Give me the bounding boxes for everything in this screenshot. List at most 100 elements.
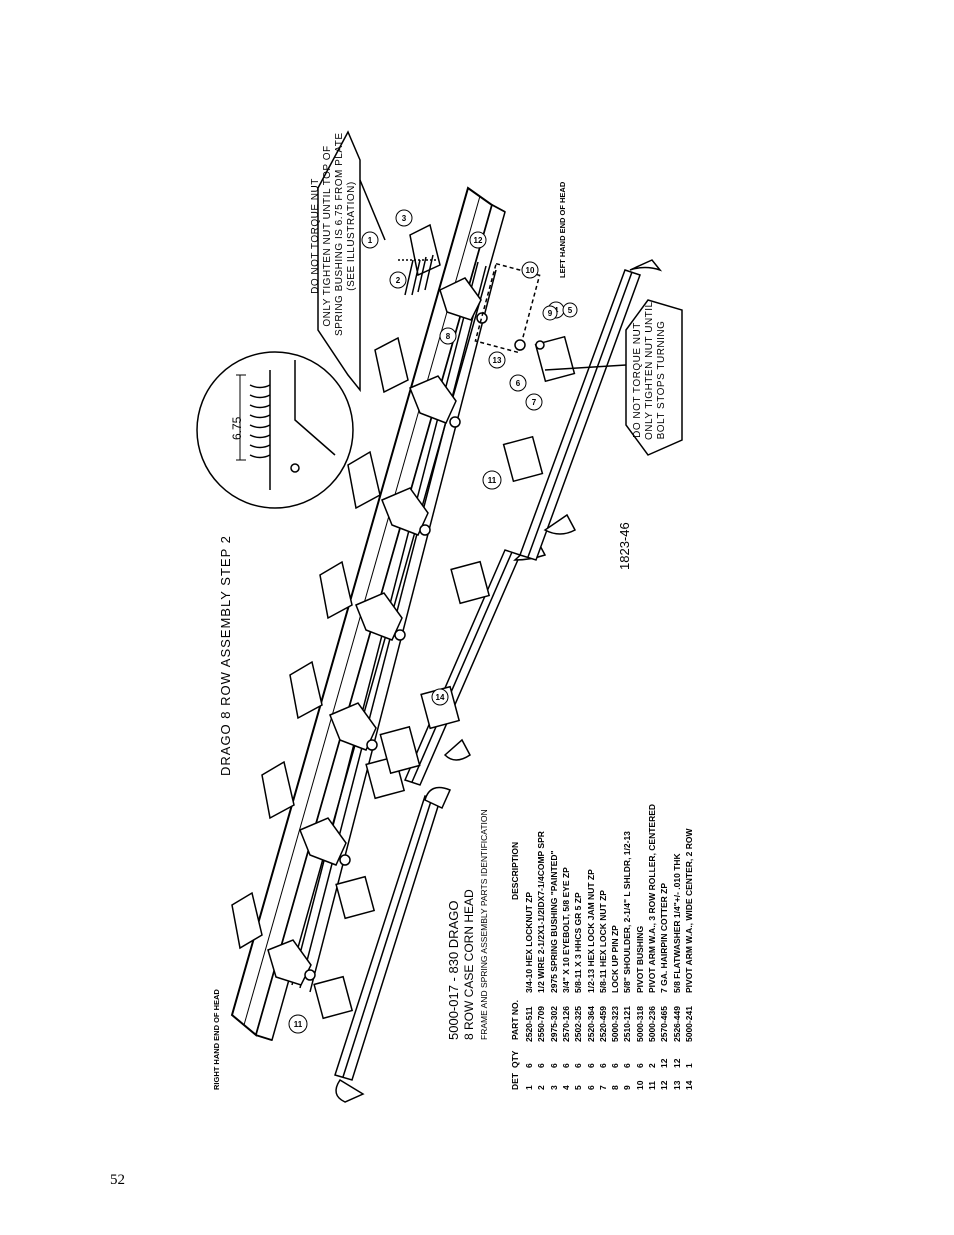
part-det: 14 [683, 1080, 694, 1090]
svg-text:1: 1 [368, 236, 373, 245]
part-det: 8 [610, 1085, 621, 1090]
part-qty: 6 [524, 1063, 534, 1068]
part-number: 2526-449 [671, 1006, 682, 1042]
svg-text:8: 8 [446, 332, 451, 341]
note2-line3: BOLT STOPS TURNING [656, 320, 667, 440]
part-description: LOCK UP PIN ZP [610, 925, 621, 993]
note1-line1: DO NOT TORQUE NUT [310, 178, 321, 294]
balloon-5: 5 [562, 302, 578, 318]
part-number: 2520-364 [585, 1006, 596, 1042]
part-description: 3/4" X 10 EYEBOLT, 5/8 EYE ZP [560, 867, 571, 993]
balloon-14: 14 [431, 688, 449, 706]
part-number: 5000-236 [647, 1006, 657, 1042]
part-number: 2570-126 [560, 1006, 571, 1042]
part-number: 2502-325 [573, 1006, 584, 1042]
part-description: 5/8-11 HEX LOCK NUT ZP [597, 890, 608, 993]
part-number: 2550-709 [536, 1006, 547, 1042]
part-det: 7 [597, 1085, 608, 1090]
parts-header-line3: FRAME AND SPRING ASSEMBLY PARTS IDENTIFI… [479, 809, 489, 1040]
part-description: 1/2 WIRE 2-1/2X1-1/2IDX7-1/4COMP SPR [536, 831, 547, 993]
svg-text:5: 5 [568, 306, 573, 315]
balloon-7: 7 [525, 393, 543, 411]
part-description: 3/4-10 HEX LOCKNUT ZP [524, 891, 534, 993]
balloon-9: 9 [542, 305, 558, 321]
part-qty: 6 [585, 1063, 596, 1068]
frame-plates [231, 223, 441, 950]
part-number: 2570-465 [659, 1006, 670, 1042]
svg-text:7: 7 [532, 398, 537, 407]
svg-text:11: 11 [294, 1020, 303, 1029]
col-qty: QTY [510, 1050, 520, 1068]
note1-line4: (SEE ILLUSTRATION) [346, 181, 357, 291]
svg-text:6: 6 [516, 379, 521, 388]
part-number: 2520-459 [597, 1006, 608, 1042]
part-qty: 1 [683, 1063, 694, 1068]
part-number: 2510-121 [622, 1006, 633, 1042]
part-number: 5000-241 [683, 1006, 694, 1042]
svg-text:10: 10 [526, 266, 535, 275]
part-qty: 6 [560, 1063, 571, 1068]
part-qty: 6 [597, 1063, 608, 1068]
part-qty: 12 [659, 1058, 670, 1068]
svg-text:14: 14 [436, 693, 445, 702]
note1-line2: ONLY TIGHTEN NUT UNTIL TOP OF [322, 145, 333, 327]
part-number: 2520-511 [524, 1006, 534, 1042]
note-spring-bushing: DO NOT TORQUE NUT ONLY TIGHTEN NUT UNTIL… [310, 132, 358, 336]
spring-detail-view [196, 351, 354, 509]
svg-text:12: 12 [474, 236, 483, 245]
part-description: 5/8 FLATWASHER 1/4"+/- .010 THK [671, 853, 682, 993]
balloon-8: 8 [439, 327, 457, 345]
part-description: 5/8-11 X 3 HHCS GR 5 ZP [573, 892, 584, 993]
part-number: 5000-318 [634, 1006, 645, 1042]
part-det: 5 [573, 1085, 584, 1090]
left-end-label: LEFT HAND END OF HEAD [558, 181, 567, 278]
balloon-3: 3 [395, 209, 413, 227]
part-description: 5/8" SHOULDER, 2-1/4" L SHLDR, 1/2-13 [622, 831, 633, 993]
part-qty: 6 [610, 1063, 621, 1068]
col-desc: DESCRIPTION [510, 841, 520, 900]
drawing-number: 1823-46 [617, 522, 632, 570]
part-det: 2 [536, 1085, 547, 1090]
parts-header-line1: 5000-017 - 830 DRAGO [446, 900, 461, 1040]
svg-text:3: 3 [402, 214, 407, 223]
part-det: 3 [548, 1085, 559, 1090]
part-det: 11 [647, 1081, 657, 1090]
balloon-1: 1 [361, 231, 379, 249]
right-end-label: RIGHT HAND END OF HEAD [212, 989, 221, 1090]
balloon-12: 12 [469, 231, 487, 249]
part-description: PIVOT BUSHING [634, 925, 645, 993]
part-description: 1/2-13 HEX LOCK JAM NUT ZP [585, 869, 596, 993]
part-det: 1 [524, 1085, 534, 1090]
part-qty: 6 [622, 1063, 633, 1068]
part-det: 4 [560, 1085, 571, 1090]
part-number: 5000-323 [610, 1006, 621, 1042]
part-qty: 12 [671, 1058, 682, 1068]
part-number: 2975-302 [548, 1006, 559, 1042]
col-part: PART NO. [510, 1000, 520, 1040]
note-callouts [317, 130, 683, 456]
part-description: 7 GA. HAIRPIN COTTER ZP [659, 882, 670, 993]
note2-line2: ONLY TIGHTEN NUT UNTIL [644, 301, 655, 440]
part-qty: 6 [536, 1063, 547, 1068]
svg-text:11: 11 [488, 476, 497, 485]
part-description: 2975 SPRING BUSHING "PAINTED" [548, 850, 559, 993]
part-det: 6 [585, 1085, 596, 1090]
part-det: 12 [659, 1080, 670, 1090]
part-qty: 6 [634, 1063, 645, 1068]
page-number: 52 [110, 1172, 125, 1188]
note-bolt-stops: DO NOT TORQUE NUT ONLY TIGHTEN NUT UNTIL… [632, 301, 668, 440]
svg-text:9: 9 [548, 309, 553, 318]
part-description: PIVOT ARM W.A., WIDE CENTER, 2 ROW [683, 828, 694, 994]
part-qty: 6 [548, 1063, 559, 1068]
balloon-2: 2 [389, 271, 407, 289]
dimension-label: 6.75 [230, 416, 244, 440]
col-det: DET [510, 1073, 520, 1090]
part-qty: 2 [647, 1063, 657, 1068]
note2-line1: DO NOT TORQUE NUT [632, 322, 643, 438]
spring-assembly [398, 254, 545, 354]
pivot-arm-left [502, 259, 663, 561]
balloon-11-left: 11 [482, 470, 502, 490]
svg-text:13: 13 [493, 356, 502, 365]
part-qty: 6 [573, 1063, 584, 1068]
